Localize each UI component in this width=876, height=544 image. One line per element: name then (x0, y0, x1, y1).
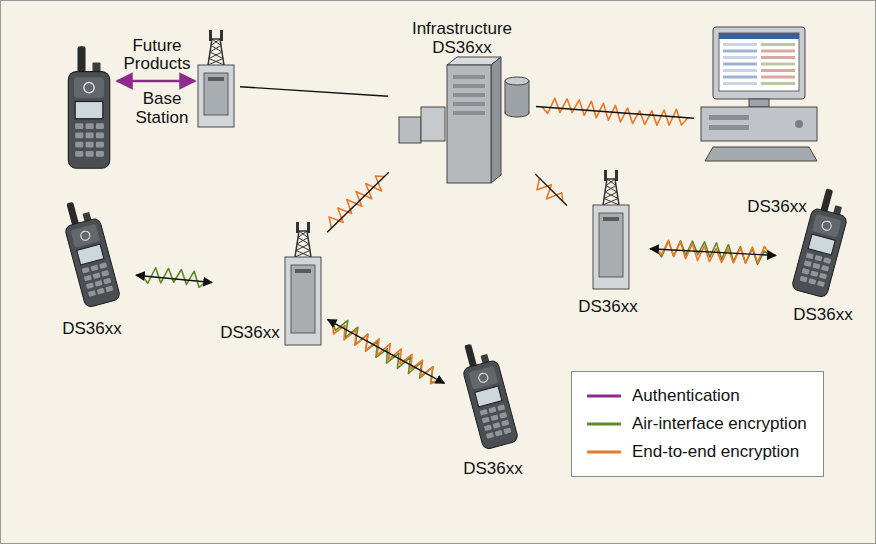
device-label: DS36xx (571, 297, 645, 316)
computer-icon (701, 27, 817, 161)
device-label: Infrastructure DS36xx (401, 19, 523, 57)
legend-swatch (586, 389, 622, 403)
portable-radio: DS36xx (447, 339, 539, 481)
authentication-arrow (117, 80, 195, 83)
radio-icon (457, 338, 519, 450)
device-label: DS36xx (217, 323, 283, 342)
base-station: DS36xx (215, 227, 325, 349)
portable-radio: DS36xx (51, 201, 133, 341)
server-icon (399, 57, 529, 183)
infrastructure-server: Infrastructure DS36xx (391, 15, 533, 187)
network-link (650, 249, 776, 256)
base-station-icon (198, 30, 234, 127)
legend-swatch (586, 445, 622, 459)
network-link (535, 174, 567, 206)
network-link (328, 320, 445, 384)
encryption-squiggle (142, 268, 206, 288)
device-label: DS36xx (53, 319, 131, 338)
base-station-icon (285, 222, 321, 345)
legend-box: AuthenticationAir-interface encryptionEn… (571, 371, 824, 477)
link-label: Future Products (115, 37, 199, 73)
device-label: DS36xx (453, 459, 533, 478)
legend-text: Air-interface encryption (632, 414, 807, 434)
radio-icon (59, 196, 121, 308)
network-link (327, 172, 389, 232)
device-label: DS36xx (783, 305, 863, 324)
network-link (136, 275, 212, 282)
portable-radio: DS36xx (779, 189, 867, 327)
network-link (536, 106, 694, 118)
base-station: DS36xx (569, 175, 647, 318)
network-link (240, 87, 388, 97)
legend-row: Authentication (586, 382, 807, 410)
base-station-icon (593, 170, 629, 289)
legend-text: Authentication (632, 386, 740, 406)
legend-swatch (586, 417, 622, 431)
radio-icon (68, 46, 109, 168)
legend-text: End-to-end encryption (632, 442, 799, 462)
legend-row: Air-interface encryption (586, 410, 807, 438)
dispatch-console: DS36xx (697, 23, 821, 223)
device-label: Base Station (129, 89, 195, 127)
legend-row: End-to-end encryption (586, 438, 807, 466)
device-label: DS36xx (737, 197, 817, 216)
